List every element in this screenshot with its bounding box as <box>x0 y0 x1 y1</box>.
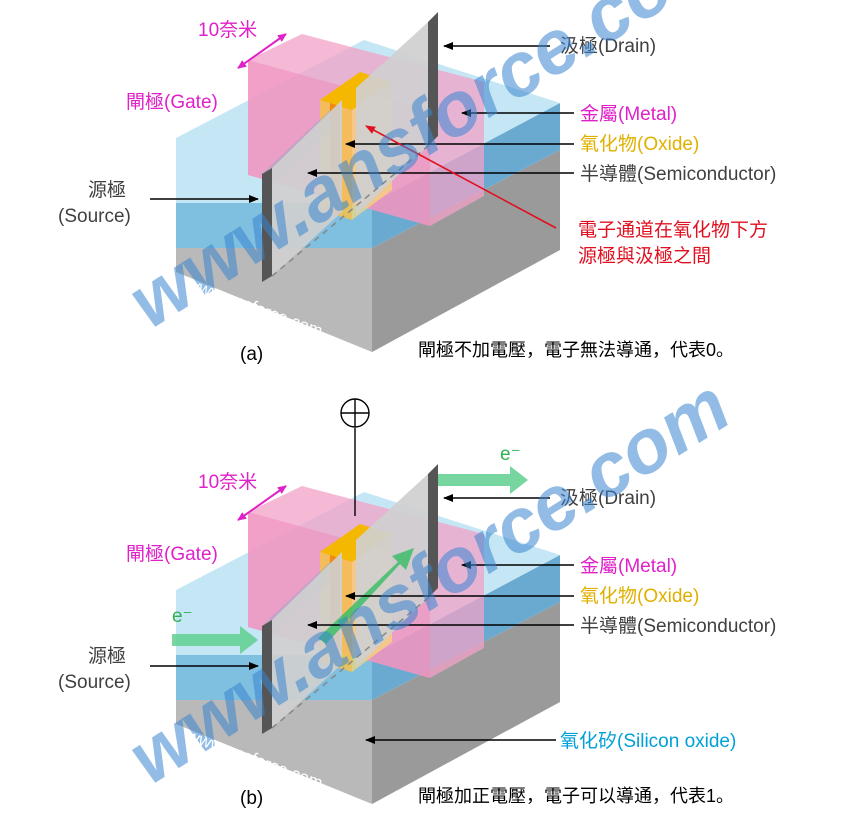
substrate-side <box>372 150 560 352</box>
panel-b-tag: (b) <box>240 788 263 809</box>
semiconductor-label: 半導體(Semiconductor) <box>580 163 776 185</box>
oxide-label: 氧化物(Oxide) <box>580 585 699 607</box>
source-plate-edge <box>262 620 272 734</box>
source-plate <box>272 100 342 276</box>
electron-arrow-source <box>172 626 258 654</box>
panel-b-caption: 閘極加正電壓，電子可以導通，代表1。 <box>418 786 734 806</box>
source-plate-edge <box>262 168 272 282</box>
source-label-line2: (Source) <box>58 206 131 227</box>
drain-plate-edge <box>428 12 438 146</box>
substrate-side <box>372 602 560 804</box>
silicon-oxide-label: 氧化矽(Silicon oxide) <box>560 730 736 752</box>
panel-a-caption: 閘極不加電壓，電子無法導通，代表0。 <box>418 340 734 360</box>
substrate-front <box>176 700 372 804</box>
width-label: 10奈米 <box>198 19 257 41</box>
gate-label: 閘極(Gate) <box>126 91 218 113</box>
gate-label: 閘極(Gate) <box>126 543 218 565</box>
source-label-line1: 源極 <box>88 645 126 667</box>
substrate-front <box>176 248 372 352</box>
width-dimension-arrow <box>237 485 287 521</box>
drain-label: 汲極(Drain) <box>560 487 656 509</box>
fin-hidden-edge <box>271 145 429 277</box>
channel-note-line2: 源極與汲極之間 <box>578 245 711 267</box>
width-dimension-arrow <box>237 33 287 69</box>
drain-label: 汲極(Drain) <box>560 35 656 57</box>
channel-note-line1: 電子通道在氧化物下方 <box>578 219 768 241</box>
fin-hidden-edge <box>271 597 429 729</box>
electron-arrow-drain <box>438 466 528 494</box>
source-label-line1: 源極 <box>88 179 126 201</box>
electron-label-source: e⁻ <box>172 606 193 627</box>
channel-leader <box>365 125 557 229</box>
metal-label: 金屬(Metal) <box>580 103 677 125</box>
panel-b: ⊕ e⁻ e⁻ 10奈米 閘極(Gate) 汲極(Drain) 金屬(Metal… <box>58 398 776 809</box>
panel-a-tag: (a) <box>240 344 263 365</box>
electron-label-drain: e⁻ <box>500 444 521 465</box>
drain-plate <box>356 22 428 216</box>
width-label: 10奈米 <box>198 471 257 493</box>
panel-a: 10奈米 閘極(Gate) 汲極(Drain) 金屬(Metal) 氧化物(Ox… <box>58 12 776 365</box>
metal-label: 金屬(Metal) <box>580 555 677 577</box>
source-label-line2: (Source) <box>58 672 131 693</box>
drain-plate-edge <box>428 464 438 598</box>
oxide-label: 氧化物(Oxide) <box>580 133 699 155</box>
semiconductor-label: 半導體(Semiconductor) <box>580 615 776 637</box>
source-plate <box>272 552 342 728</box>
